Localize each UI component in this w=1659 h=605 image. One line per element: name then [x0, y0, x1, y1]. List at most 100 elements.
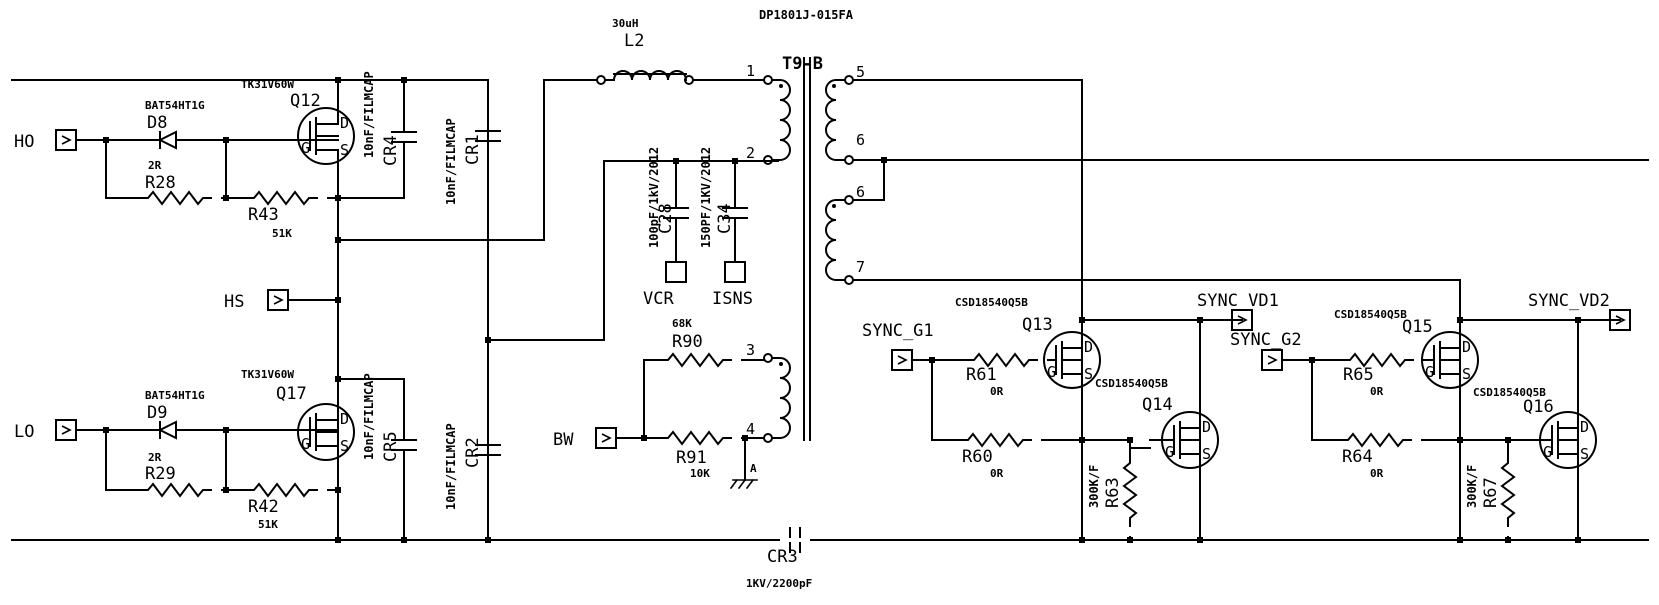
svg-text:G: G: [301, 139, 310, 157]
inductor-l2: [596, 70, 765, 85]
sync-rectifier-1: SYNC_G1 SYNC_VD1 G D S CSD18540Q: [862, 291, 1279, 541]
hs-label: HS: [224, 292, 244, 312]
d8-value: BAT54HT1G: [145, 99, 205, 112]
lo-label: LO: [14, 422, 34, 442]
lo-port[interactable]: [55, 419, 77, 441]
mosfet-q16: G D S: [1507, 411, 1597, 469]
svg-text:6: 6: [856, 183, 865, 201]
svg-text:D: D: [340, 114, 349, 132]
svg-text:G: G: [1165, 443, 1174, 461]
sync-g1-port[interactable]: [891, 349, 913, 371]
r91-ref: R91: [676, 448, 707, 468]
capacitor-cr5: [337, 378, 417, 541]
bw-port[interactable]: [595, 427, 617, 449]
q12-ref: Q12: [290, 91, 321, 111]
mosfet-q14: G D S: [1149, 411, 1219, 469]
capacitor-cr4: [337, 79, 417, 199]
mosfet-q12: G D S: [297, 79, 355, 199]
cr1-value: 10nF/FILMCAP: [444, 118, 458, 205]
q17-ref: Q17: [276, 384, 307, 404]
r64-value: 0R: [1370, 467, 1384, 480]
svg-text:S: S: [340, 141, 349, 159]
ground-a-label: A: [750, 462, 757, 475]
svg-text:7: 7: [856, 258, 865, 276]
hs-port[interactable]: [267, 289, 289, 311]
r65-ref: R65: [1343, 365, 1374, 385]
d9-ref: D9: [147, 403, 167, 423]
sync-vd2-label: SYNC_VD2: [1528, 291, 1610, 311]
t9-ref: T9-B: [782, 54, 823, 74]
ho-label: HO: [14, 132, 34, 152]
r42-ref: R42: [248, 497, 279, 517]
r42-value: 51K: [258, 518, 278, 531]
cr4-value: 10nF/FILMCAP: [362, 71, 376, 158]
capacitor-cr2: [475, 444, 501, 456]
q15-ref: Q15: [1402, 317, 1433, 337]
q14-ref: Q14: [1142, 395, 1173, 415]
l2-ref: L2: [624, 31, 644, 51]
svg-text:D: D: [1462, 338, 1471, 356]
sync-g2-port[interactable]: [1261, 349, 1283, 371]
svg-text:S: S: [1084, 365, 1093, 383]
q14-value: CSD18540Q5B: [1095, 377, 1168, 390]
sync-rectifier-2: SYNC_G2 SYNC_VD2 G D S CSD18540Q5B: [1230, 291, 1631, 541]
half-bridge-node: HS: [224, 79, 779, 541]
sync-g1-label: SYNC_G1: [862, 321, 934, 341]
svg-text:G: G: [301, 435, 310, 453]
r63-value: 300K/F: [1087, 465, 1101, 508]
vcr-label: VCR: [643, 289, 674, 309]
r29-value: 2R: [148, 451, 162, 464]
q13-value: CSD18540Q5B: [955, 296, 1028, 309]
q15-value: CSD18540Q5B: [1334, 308, 1407, 321]
svg-text:D: D: [340, 410, 349, 428]
r43-value: 51K: [272, 227, 292, 240]
isns-label: ISNS: [712, 289, 753, 309]
d9-value: BAT54HT1G: [145, 389, 205, 402]
svg-text:D: D: [1202, 418, 1211, 436]
capacitor-cr1: [475, 130, 501, 142]
svg-text:D: D: [1084, 338, 1093, 356]
svg-text:4: 4: [746, 420, 755, 438]
sync-g2-label: SYNC_G2: [1230, 330, 1302, 350]
svg-text:S: S: [1462, 365, 1471, 383]
ho-port[interactable]: [55, 129, 77, 151]
svg-text:G: G: [1047, 363, 1056, 381]
r64-ref: R64: [1342, 447, 1373, 467]
d8-ref: D8: [147, 113, 167, 133]
svg-text:6: 6: [856, 131, 865, 149]
mosfet-q13: G D S: [1043, 331, 1101, 389]
r63-ref: R63: [1103, 477, 1123, 508]
high-side-driver: HO BAT54HT1G D8 2R R28 R43 51K G D S: [14, 71, 501, 240]
r61-value: 0R: [990, 385, 1004, 398]
svg-text:G: G: [1543, 443, 1552, 461]
bw-network: [615, 353, 765, 490]
cr2-ref: CR2: [463, 437, 483, 468]
r61-ref: R61: [966, 365, 997, 385]
r28-value: 2R: [148, 159, 162, 172]
r67-value: 300K/F: [1465, 465, 1479, 508]
svg-text:G: G: [1425, 363, 1434, 381]
cr2-value: 10nF/FILMCAP: [444, 423, 458, 510]
cr3-value: 1KV/2200pF: [746, 577, 812, 590]
svg-text:S: S: [1202, 445, 1211, 463]
cr3-ref: CR3: [767, 547, 798, 567]
sync-vd1-label: SYNC_VD1: [1197, 291, 1279, 311]
r90-ref: R90: [672, 332, 703, 352]
c34-ref: C34: [715, 203, 735, 234]
r90-value: 68K: [672, 317, 692, 330]
r65-value: 0R: [1370, 385, 1384, 398]
cr1-ref: CR1: [463, 134, 483, 165]
r91-value: 10K: [690, 467, 710, 480]
mosfet-q15: G D S: [1421, 331, 1479, 389]
low-side-driver: LO BAT54HT1G D9 2R R29 R42 51K G D S TK3…: [14, 368, 501, 541]
svg-text:2: 2: [746, 144, 755, 162]
r28-ref: R28: [145, 173, 176, 193]
svg-text:D: D: [1580, 418, 1589, 436]
transformer-t9b: T9-B 1 2 3 4 5 6 6 7: [746, 54, 865, 443]
svg-text:S: S: [1580, 445, 1589, 463]
r43-ref: R43: [248, 205, 279, 225]
svg-text:5: 5: [856, 63, 865, 81]
snubber-caps: [663, 160, 748, 283]
svg-text:1: 1: [746, 62, 755, 80]
